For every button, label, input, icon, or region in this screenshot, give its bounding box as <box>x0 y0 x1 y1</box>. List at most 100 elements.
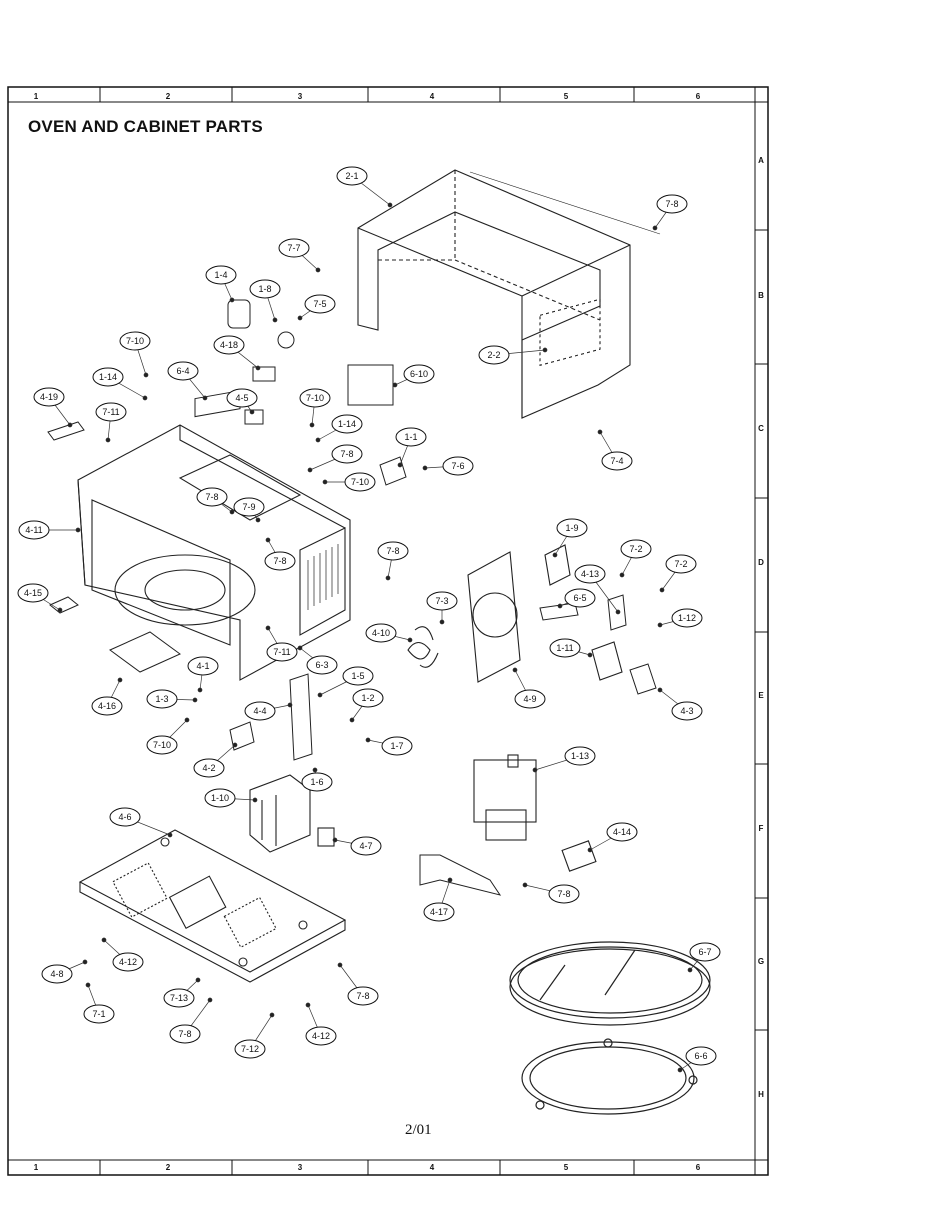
callout-bubble <box>395 427 427 447</box>
screw-marker <box>202 395 208 401</box>
callout-7-6: 7-6 <box>442 456 474 476</box>
grid-column-label: 4 <box>430 1163 435 1172</box>
callout-6-10: 6-10 <box>403 364 435 384</box>
screw-marker <box>552 552 558 558</box>
screw-marker <box>297 645 303 651</box>
callout-4-9: 4-9 <box>514 689 546 709</box>
callout-bubble <box>685 1046 717 1066</box>
callout-7-8: 7-8 <box>169 1024 201 1044</box>
callout-4-3: 4-3 <box>671 701 703 721</box>
grid-column-label: 4 <box>430 92 435 101</box>
callout-bubble <box>601 451 633 471</box>
callout-bubble <box>249 279 281 299</box>
callout-7-8: 7-8 <box>656 194 688 214</box>
screw-marker <box>82 959 88 965</box>
callout-label: 2-1 <box>345 171 358 181</box>
screw-marker <box>85 982 91 988</box>
callout-label: 7-7 <box>287 243 300 253</box>
callout-bubble <box>478 345 510 365</box>
callout-bubble <box>352 688 384 708</box>
callout-bubble <box>304 294 336 314</box>
callout-bubble <box>264 551 296 571</box>
callout-1-1: 1-1 <box>395 427 427 447</box>
callout-4-8: 4-8 <box>41 964 73 984</box>
callout-7-12: 7-12 <box>234 1039 266 1059</box>
screw-marker <box>117 677 123 683</box>
callout-bubble <box>226 388 258 408</box>
callout-4-14: 4-14 <box>606 822 638 842</box>
callout-4-16: 4-16 <box>91 696 123 716</box>
callout-label: 1-14 <box>99 372 117 382</box>
callout-label: 4-12 <box>312 1031 330 1041</box>
callout-bubble <box>344 472 376 492</box>
callout-bubble <box>301 772 333 792</box>
callout-bubble <box>146 689 178 709</box>
screw-marker <box>184 717 190 723</box>
screw-marker <box>439 619 445 625</box>
callout-bubble <box>656 194 688 214</box>
callout-bubble <box>169 1024 201 1044</box>
screw-marker <box>587 652 593 658</box>
callout-bubble <box>95 402 127 422</box>
callout-1-12: 1-12 <box>671 608 703 628</box>
screw-marker <box>615 609 621 615</box>
callout-label: 1-1 <box>404 432 417 442</box>
screw-marker <box>659 587 665 593</box>
callout-7-5: 7-5 <box>304 294 336 314</box>
screw-marker <box>265 625 271 631</box>
callout-bubble <box>606 822 638 842</box>
callout-label: 4-2 <box>202 763 215 773</box>
grid-column-label: 1 <box>34 1163 39 1172</box>
screw-marker <box>557 603 563 609</box>
callout-label: 4-18 <box>220 340 238 350</box>
screw-marker <box>315 267 321 273</box>
callout-1-5: 1-5 <box>342 666 374 686</box>
callout-label: 6-4 <box>176 366 189 376</box>
grid-column-label: 2 <box>166 92 171 101</box>
callout-label: 1-6 <box>310 777 323 787</box>
screw-marker <box>337 962 343 968</box>
grid-column-label: 2 <box>166 1163 171 1172</box>
screw-marker <box>305 1002 311 1008</box>
callout-bubble <box>18 520 50 540</box>
callout-label: 4-7 <box>359 841 372 851</box>
callout-bubble <box>564 746 596 766</box>
callout-bubble <box>233 497 265 517</box>
callout-bubble <box>514 689 546 709</box>
grid-column-label: 3 <box>298 92 303 101</box>
screw-marker <box>269 1012 275 1018</box>
callout-1-7: 1-7 <box>381 736 413 756</box>
screw-marker <box>232 742 238 748</box>
screw-marker <box>229 297 235 303</box>
callout-label: 1-4 <box>214 270 227 280</box>
roller-ring <box>521 1038 698 1115</box>
callout-7-8: 7-8 <box>377 541 409 561</box>
callout-label: 6-10 <box>410 369 428 379</box>
callout-bubble <box>556 518 588 538</box>
callout-bubble <box>112 952 144 972</box>
small-components <box>47 299 657 896</box>
callout-4-10: 4-10 <box>365 623 397 643</box>
callout-2-1: 2-1 <box>336 166 368 186</box>
callout-bubble <box>33 387 65 407</box>
callout-bubble <box>549 638 581 658</box>
screw-marker <box>542 347 548 353</box>
screw-marker <box>197 687 203 693</box>
screw-marker <box>315 437 321 443</box>
grid-row-label: E <box>758 691 764 700</box>
callout-label: 1-14 <box>338 419 356 429</box>
callout-label: 6-7 <box>698 947 711 957</box>
callout-bubble <box>620 539 652 559</box>
screw-marker <box>75 527 81 533</box>
callout-6-5: 6-5 <box>564 588 596 608</box>
screw-marker <box>101 937 107 943</box>
callout-4-5: 4-5 <box>226 388 258 408</box>
screw-marker <box>57 607 63 613</box>
callout-label: 1-3 <box>155 694 168 704</box>
callout-bubble <box>204 788 236 808</box>
callout-7-8: 7-8 <box>331 444 363 464</box>
screw-marker <box>365 737 371 743</box>
screw-marker <box>397 462 403 468</box>
screw-marker <box>67 422 73 428</box>
